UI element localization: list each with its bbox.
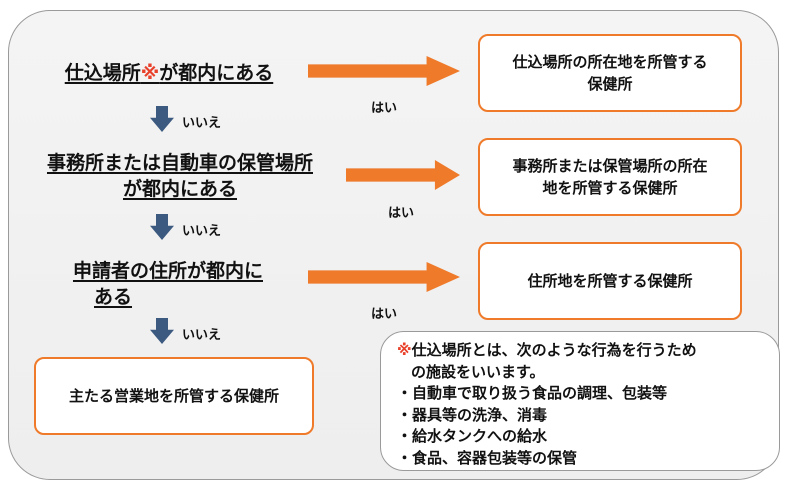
note-item-4: ・食品、容器包装等の保管	[397, 448, 578, 467]
no-label-3: いいえ	[182, 328, 222, 343]
question-2: 事務所または自動車の保管場所 が都内にある	[20, 150, 340, 202]
note-line-1: ※仕込場所とは、次のような行為を行うため	[397, 340, 767, 362]
result-2-line-2: 地を所管する保健所	[542, 179, 678, 197]
yes-label-3: はい	[371, 307, 398, 322]
question-1-text: 仕込場所	[64, 62, 141, 84]
question-3: 申請者の住所が都内に ある	[38, 258, 298, 310]
result-box-2: 事務所または保管場所の所在 地を所管する保健所	[478, 138, 742, 216]
note-mark: ※	[397, 341, 412, 359]
note-line-1-text: 仕込場所とは、次のような行為を行うため	[411, 341, 697, 359]
question-2-line-2: が都内にある	[122, 178, 237, 200]
note-line-2: の施設をいいます。	[411, 362, 545, 381]
yes-label-1: はい	[371, 101, 398, 116]
no-label-2: いいえ	[182, 224, 222, 239]
note-item-3: ・給水タンクへの給水	[397, 427, 548, 445]
question-1: 仕込場所※が都内にある	[44, 60, 294, 86]
question-3-line-1: 申請者の住所が都内に	[72, 260, 263, 282]
result-3-line-1: 住所地を所管する保健所	[527, 272, 693, 290]
no-label-1: いいえ	[182, 116, 222, 131]
question-3-line-2: ある	[94, 286, 133, 308]
note-item-2: ・器具等の洗浄、消毒	[397, 405, 548, 424]
result-box-1: 仕込場所の所在地を所管する 保健所	[478, 34, 742, 112]
result-4-line-1: 主たる営業地を所管する保健所	[68, 387, 279, 405]
result-2-line-1: 事務所または保管場所の所在	[512, 157, 708, 175]
note-item-1: ・自動車で取り扱う食品の調理、包装等	[397, 384, 668, 402]
result-1-line-1: 仕込場所の所在地を所管する	[512, 53, 708, 71]
question-2-line-1: 事務所または自動車の保管場所	[46, 152, 313, 174]
question-1-mark: ※	[140, 62, 160, 84]
result-box-4: 主たる営業地を所管する保健所	[34, 357, 314, 435]
result-box-3: 住所地を所管する保健所	[478, 242, 742, 320]
question-1-text-after: が都内にある	[159, 62, 274, 84]
note-box: ※仕込場所とは、次のような行為を行うため の施設をいいます。 ・自動車で取り扱う…	[380, 331, 780, 471]
result-1-line-2: 保健所	[587, 75, 633, 93]
yes-label-2: はい	[388, 206, 415, 221]
